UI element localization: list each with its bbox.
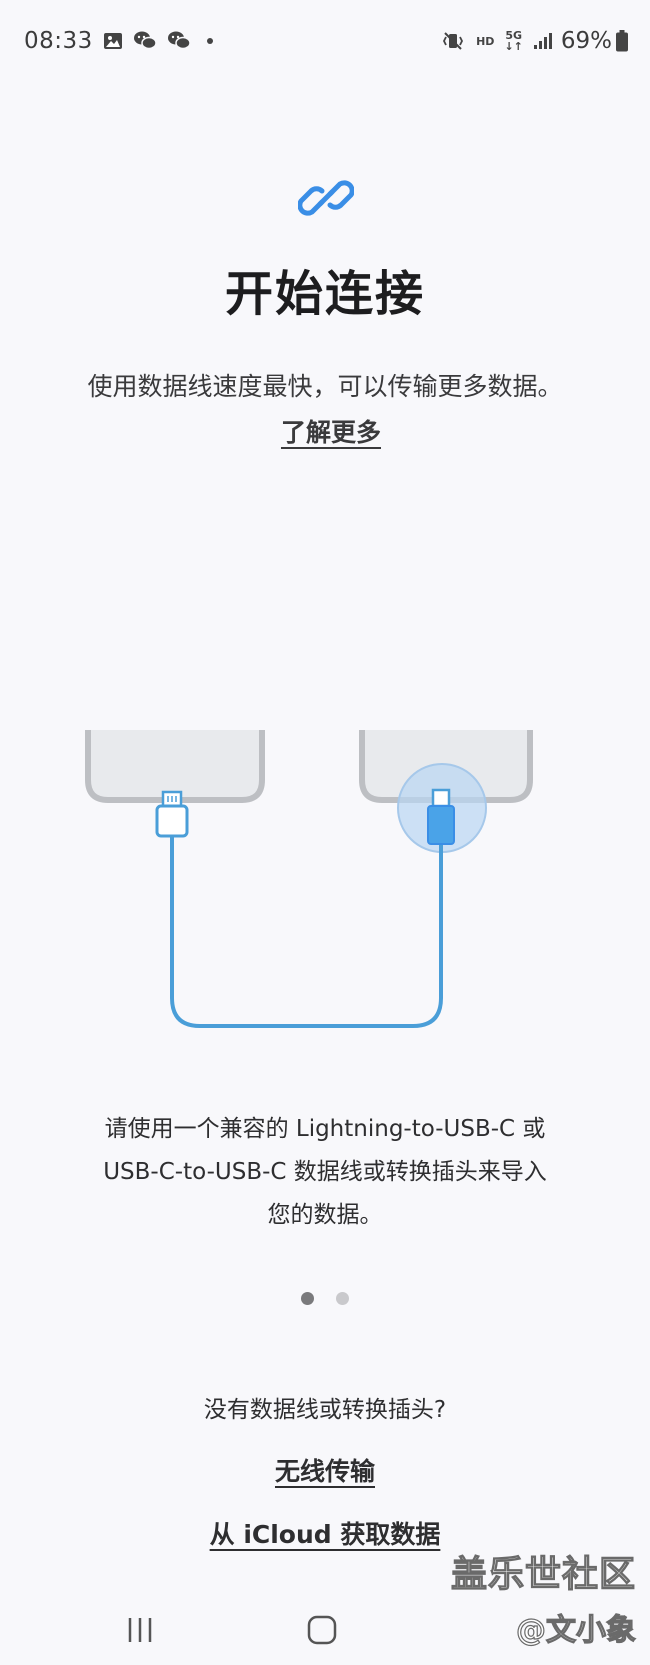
usb-c-connector — [427, 788, 455, 845]
page-title: 开始连接 — [224, 266, 425, 322]
page-dot-2[interactable] — [336, 1292, 349, 1305]
learn-more-link[interactable]: 了解更多 — [280, 418, 381, 447]
cable — [170, 835, 443, 1028]
icloud-data-link[interactable]: 从 iCloud 获取数据 — [209, 1520, 441, 1549]
recent-apps-icon — [128, 1618, 152, 1642]
home-icon — [307, 1615, 337, 1645]
status-time: 08:33 — [24, 28, 93, 54]
battery-percent: 69% — [560, 28, 612, 54]
home-button[interactable] — [292, 1605, 352, 1655]
instruction-line-3: 您的数据。 — [267, 1202, 383, 1228]
wechat-notification-icon — [133, 30, 157, 52]
instruction-text: 请使用一个兼容的 Lightning-to-USB-C 或 USB-C-to-U… — [60, 1108, 590, 1237]
intro-body: 使用数据线速度最快，可以传输更多数据。 — [87, 372, 563, 401]
battery-icon — [616, 30, 628, 52]
watermark-author: @文小象 — [515, 1612, 636, 1648]
network-type-label: 5G — [505, 29, 522, 42]
instruction-line-1: 请使用一个兼容的 Lightning-to-USB-C 或 — [104, 1116, 546, 1142]
instruction-line-2: USB-C-to-USB-C 数据线或转换插头来导入 — [103, 1159, 547, 1185]
page-dot-1[interactable] — [301, 1292, 314, 1305]
intro-text: 使用数据线速度最快，可以传输更多数据。了解更多 — [70, 364, 580, 456]
cable-connection-illustration — [80, 730, 570, 1050]
network-type-indicator: 5G↓↑ — [504, 29, 523, 53]
navigation-bar — [0, 1595, 650, 1665]
watermark-community: 盖乐世社区 — [450, 1553, 636, 1595]
signal-icon — [533, 32, 553, 50]
wechat-notification-icon-2 — [167, 30, 191, 52]
status-left: 08:33 — [24, 28, 213, 54]
status-bar: 08:33 HD 5G↓↑ 69% — [0, 0, 650, 82]
recent-apps-button[interactable] — [110, 1605, 170, 1655]
link-icon — [297, 170, 355, 226]
old-phone-illustration — [85, 730, 265, 803]
page-indicator — [0, 1292, 650, 1305]
lightning-connector — [155, 790, 189, 838]
hd-voice-indicator: HD — [476, 34, 495, 48]
more-notifications-dot — [206, 38, 213, 44]
status-right: HD 5G↓↑ 69% — [432, 28, 628, 54]
gallery-notification-icon — [103, 31, 123, 51]
wireless-transfer-link[interactable]: 无线传输 — [274, 1457, 375, 1486]
no-cable-question: 没有数据线或转换插头? — [203, 1397, 447, 1423]
vibrate-mute-icon — [442, 31, 464, 51]
